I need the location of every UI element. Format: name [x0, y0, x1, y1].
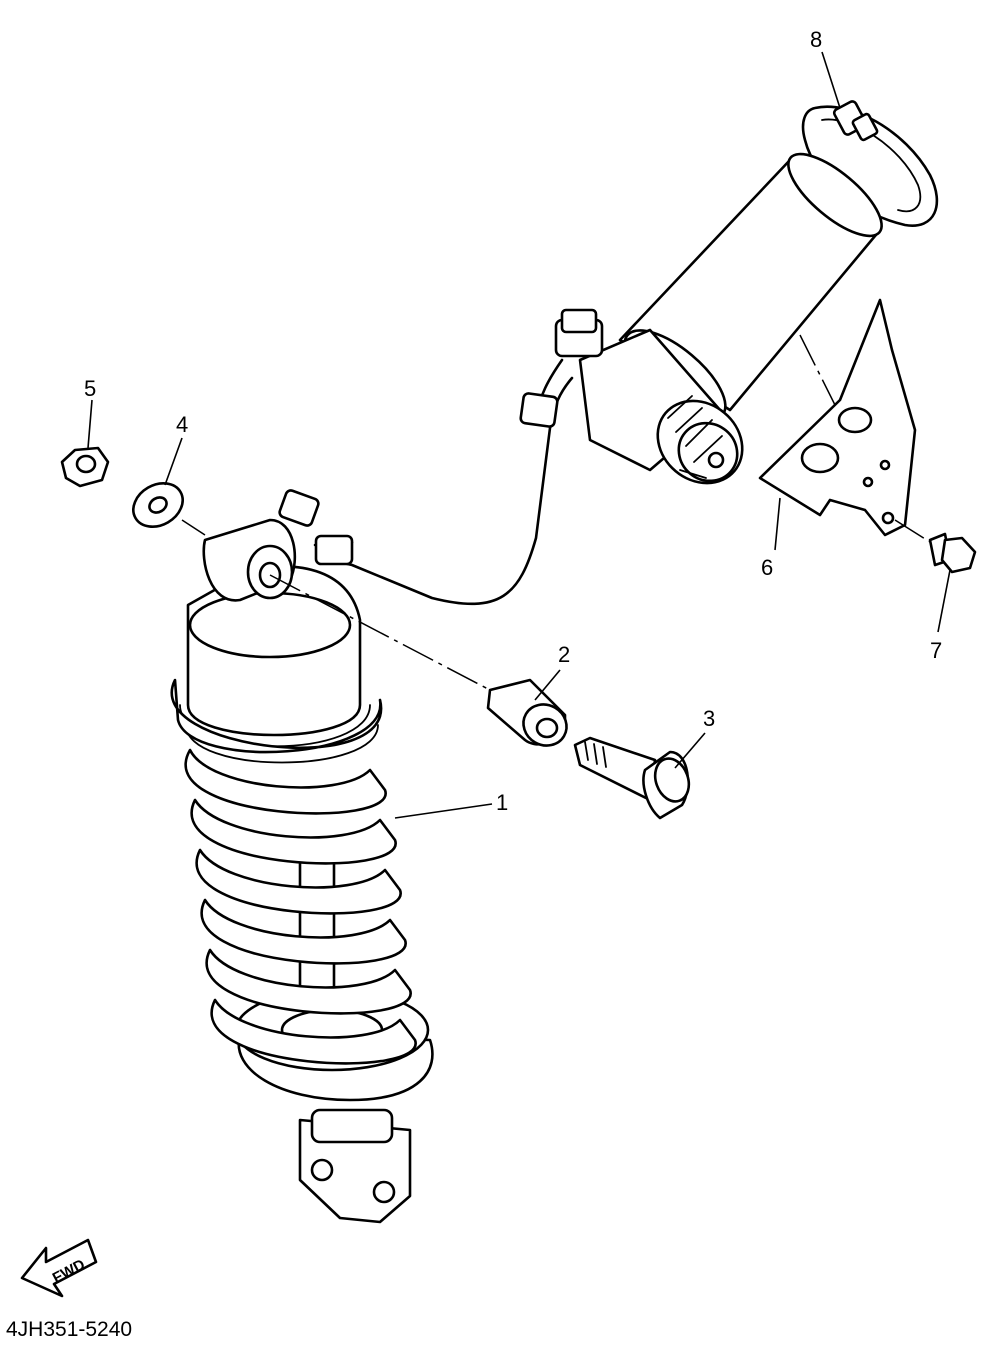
callout-5: 5 — [84, 376, 96, 401]
reservoir-hose — [278, 358, 574, 606]
callout-8: 8 — [810, 27, 822, 52]
callout-3: 3 — [703, 706, 715, 731]
callout-1: 1 — [496, 790, 508, 815]
callout-7: 7 — [930, 638, 942, 663]
alignment-lines — [181, 334, 931, 691]
diagram-code: 4JH351-5240 — [6, 1318, 132, 1341]
part-6-reservoir-bracket — [758, 298, 917, 537]
part-5-nut — [60, 446, 110, 488]
callout-6: 6 — [761, 555, 773, 580]
part-4-washer — [132, 482, 184, 528]
leader-lines — [87, 51, 951, 819]
forward-direction-arrow: FWD — [20, 1238, 98, 1298]
callout-2: 2 — [558, 642, 570, 667]
part-1-rear-shock-absorber — [170, 518, 434, 1224]
callout-4: 4 — [176, 412, 188, 437]
remote-reservoir — [554, 152, 883, 485]
part-3-bolt — [573, 736, 691, 820]
part-8-hose-clamp — [801, 100, 939, 227]
part-7-bolt — [928, 532, 977, 574]
part-2-collar — [486, 678, 568, 747]
